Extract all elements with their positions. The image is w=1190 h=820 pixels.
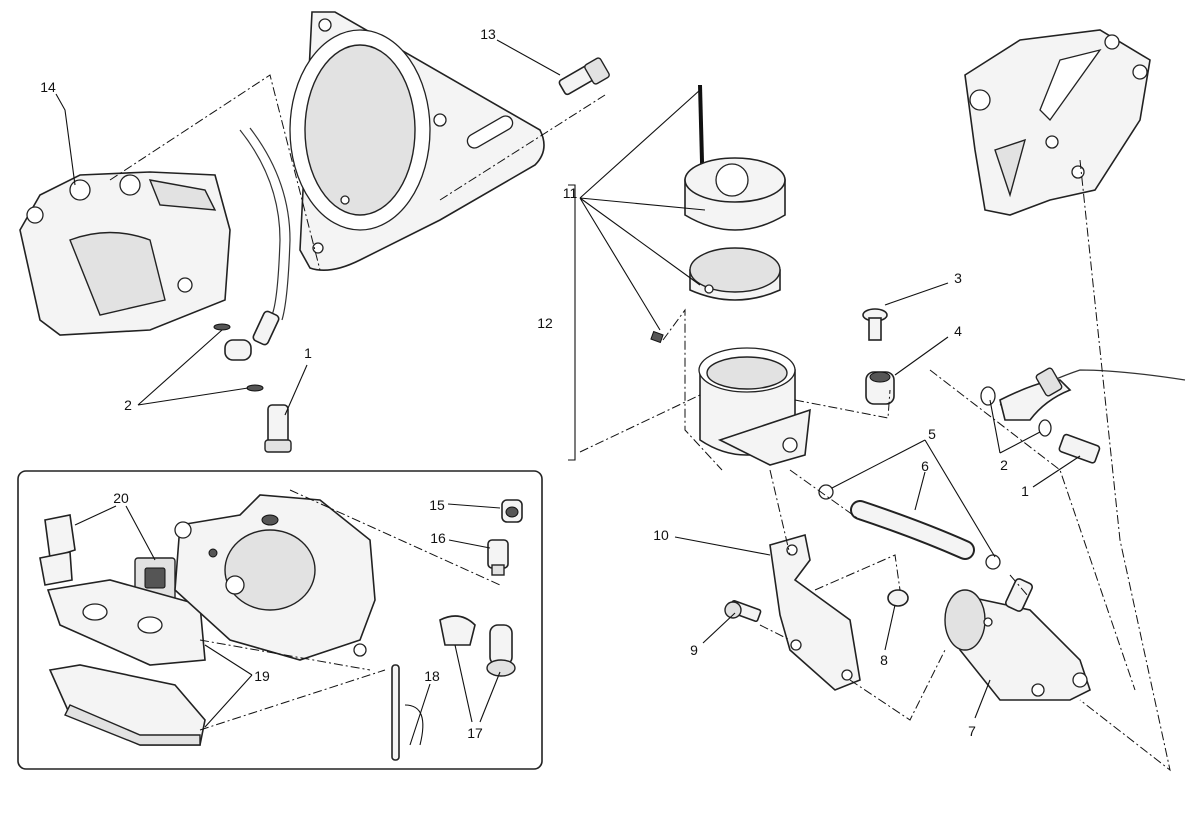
banjo-fitting-right — [980, 367, 1101, 464]
callout-8: 8 — [880, 652, 888, 668]
callout-18: 18 — [424, 668, 440, 684]
callout-9: 9 — [690, 642, 698, 658]
callout-19: 19 — [254, 668, 270, 684]
callout-3: 3 — [954, 270, 962, 286]
callout-16: 16 — [430, 530, 446, 546]
bracket-10 — [769, 533, 861, 691]
clamp-5a — [818, 484, 834, 500]
callout-1-right: 1 — [1021, 483, 1029, 499]
bolt-13 — [558, 57, 610, 96]
callout-1-left: 1 — [304, 345, 312, 361]
grommet-4 — [865, 371, 895, 405]
callout-17: 17 — [467, 725, 483, 741]
callout-6: 6 — [921, 458, 929, 474]
inset-caliper-detail — [17, 470, 543, 770]
caliper-mounting-plate — [289, 11, 545, 271]
nut-8 — [887, 589, 909, 607]
callout-11: 11 — [563, 185, 578, 201]
clamp-5b — [985, 554, 1001, 570]
callout-13: 13 — [480, 26, 496, 42]
hose-6 — [850, 500, 975, 560]
callout-7: 7 — [968, 723, 976, 739]
callout-20: 20 — [113, 490, 129, 506]
callout-4: 4 — [954, 323, 962, 339]
callout-10: 10 — [653, 527, 669, 543]
callout-15: 15 — [429, 497, 445, 513]
reservoir-assembly — [650, 84, 811, 466]
master-cylinder-bracket — [964, 29, 1151, 216]
callout-12: 12 — [537, 315, 553, 331]
master-cylinder — [944, 578, 1091, 701]
callout-5: 5 — [928, 426, 936, 442]
callout-2-right: 2 — [1000, 457, 1008, 473]
screw-9 — [724, 599, 762, 623]
banjo-fitting-left — [213, 310, 292, 453]
screw-3 — [862, 308, 888, 341]
brake-caliper — [19, 171, 231, 336]
callout-2-left: 2 — [124, 397, 132, 413]
callout-14: 14 — [40, 79, 56, 95]
